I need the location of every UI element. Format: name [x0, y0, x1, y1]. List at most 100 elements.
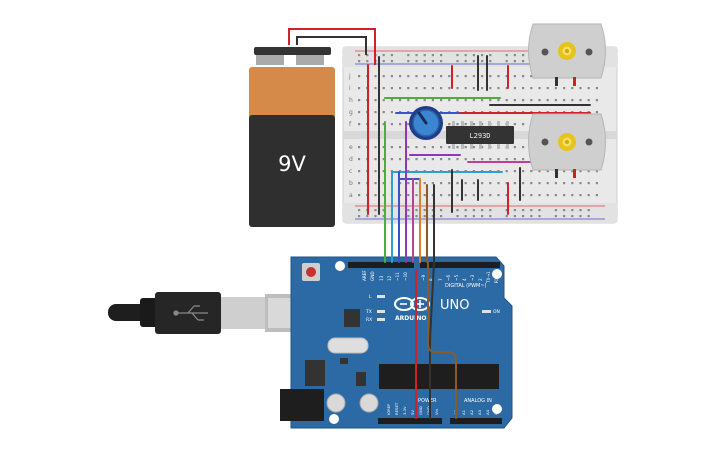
- breadboard-hole[interactable]: [489, 87, 492, 90]
- breadboard-hole[interactable]: [382, 215, 385, 218]
- breadboard-hole[interactable]: [522, 99, 525, 102]
- breadboard-hole[interactable]: [571, 209, 574, 212]
- breadboard-hole[interactable]: [415, 215, 418, 218]
- breadboard-hole[interactable]: [464, 123, 467, 126]
- breadboard-hole[interactable]: [374, 182, 377, 185]
- breadboard-hole[interactable]: [448, 158, 451, 161]
- breadboard-hole[interactable]: [481, 182, 484, 185]
- breadboard-hole[interactable]: [374, 209, 377, 212]
- breadboard-hole[interactable]: [415, 54, 418, 57]
- breadboard-hole[interactable]: [522, 170, 525, 173]
- breadboard-holes[interactable]: [358, 54, 598, 218]
- breadboard-hole[interactable]: [472, 209, 475, 212]
- breadboard-hole[interactable]: [579, 215, 582, 218]
- breadboard-hole[interactable]: [513, 75, 516, 78]
- breadboard-hole[interactable]: [358, 87, 361, 90]
- breadboard-hole[interactable]: [472, 75, 475, 78]
- breadboard-hole[interactable]: [407, 87, 410, 90]
- breadboard-hole[interactable]: [595, 111, 598, 114]
- breadboard-hole[interactable]: [497, 75, 500, 78]
- breadboard-hole[interactable]: [587, 182, 590, 185]
- breadboard-hole[interactable]: [399, 146, 402, 149]
- breadboard-hole[interactable]: [571, 99, 574, 102]
- breadboard-hole[interactable]: [382, 158, 385, 161]
- breadboard-hole[interactable]: [423, 194, 426, 197]
- breadboard-hole[interactable]: [505, 215, 508, 218]
- breadboard-hole[interactable]: [407, 209, 410, 212]
- breadboard-hole[interactable]: [571, 194, 574, 197]
- breadboard-hole[interactable]: [431, 54, 434, 57]
- breadboard-hole[interactable]: [407, 99, 410, 102]
- breadboard-hole[interactable]: [407, 194, 410, 197]
- breadboard-hole[interactable]: [464, 194, 467, 197]
- breadboard-hole[interactable]: [366, 60, 369, 63]
- breadboard-hole[interactable]: [579, 99, 582, 102]
- breadboard-hole[interactable]: [472, 60, 475, 63]
- breadboard-hole[interactable]: [407, 182, 410, 185]
- breadboard-hole[interactable]: [382, 182, 385, 185]
- breadboard-hole[interactable]: [440, 54, 443, 57]
- breadboard-hole[interactable]: [456, 75, 459, 78]
- breadboard-hole[interactable]: [530, 99, 533, 102]
- breadboard-hole[interactable]: [440, 209, 443, 212]
- breadboard-hole[interactable]: [374, 158, 377, 161]
- breadboard-hole[interactable]: [587, 215, 590, 218]
- breadboard-hole[interactable]: [464, 87, 467, 90]
- breadboard-hole[interactable]: [431, 215, 434, 218]
- breadboard-hole[interactable]: [513, 158, 516, 161]
- breadboard-hole[interactable]: [554, 215, 557, 218]
- breadboard-hole[interactable]: [390, 158, 393, 161]
- breadboard-hole[interactable]: [382, 170, 385, 173]
- breadboard-hole[interactable]: [423, 99, 426, 102]
- breadboard-hole[interactable]: [382, 87, 385, 90]
- breadboard-hole[interactable]: [579, 194, 582, 197]
- breadboard-hole[interactable]: [472, 158, 475, 161]
- breadboard-hole[interactable]: [440, 87, 443, 90]
- breadboard-hole[interactable]: [505, 99, 508, 102]
- breadboard-hole[interactable]: [522, 75, 525, 78]
- breadboard-hole[interactable]: [538, 99, 541, 102]
- breadboard-hole[interactable]: [374, 111, 377, 114]
- breadboard-hole[interactable]: [505, 182, 508, 185]
- breadboard-hole[interactable]: [489, 54, 492, 57]
- breadboard-hole[interactable]: [481, 54, 484, 57]
- breadboard-hole[interactable]: [382, 60, 385, 63]
- breadboard-hole[interactable]: [407, 75, 410, 78]
- breadboard-hole[interactable]: [472, 123, 475, 126]
- breadboard-hole[interactable]: [546, 182, 549, 185]
- breadboard-hole[interactable]: [595, 170, 598, 173]
- breadboard-hole[interactable]: [415, 209, 418, 212]
- breadboard-hole[interactable]: [390, 111, 393, 114]
- breadboard-hole[interactable]: [595, 87, 598, 90]
- breadboard-hole[interactable]: [497, 99, 500, 102]
- breadboard-hole[interactable]: [464, 146, 467, 149]
- breadboard-hole[interactable]: [505, 54, 508, 57]
- arduino-uno-board[interactable]: AREF GND 13 12 ~11 ~10 ~9 8 7 ~6 ~5 4 ~3…: [280, 256, 513, 429]
- breadboard-hole[interactable]: [456, 60, 459, 63]
- breadboard-hole[interactable]: [374, 99, 377, 102]
- breadboard-hole[interactable]: [448, 182, 451, 185]
- breadboard-hole[interactable]: [415, 146, 418, 149]
- breadboard-hole[interactable]: [571, 87, 574, 90]
- breadboard-hole[interactable]: [448, 99, 451, 102]
- breadboard-hole[interactable]: [563, 99, 566, 102]
- breadboard-hole[interactable]: [522, 60, 525, 63]
- breadboard-hole[interactable]: [423, 87, 426, 90]
- breadboard-hole[interactable]: [505, 87, 508, 90]
- breadboard-hole[interactable]: [530, 170, 533, 173]
- breadboard-hole[interactable]: [538, 170, 541, 173]
- breadboard-hole[interactable]: [431, 158, 434, 161]
- usb-cable[interactable]: [108, 292, 325, 334]
- breadboard-hole[interactable]: [513, 146, 516, 149]
- breadboard-hole[interactable]: [399, 194, 402, 197]
- breadboard-hole[interactable]: [497, 87, 500, 90]
- breadboard-hole[interactable]: [440, 60, 443, 63]
- breadboard-hole[interactable]: [571, 170, 574, 173]
- analog-header[interactable]: [450, 418, 502, 424]
- breadboard-hole[interactable]: [374, 215, 377, 218]
- breadboard-hole[interactable]: [489, 75, 492, 78]
- breadboard-hole[interactable]: [415, 182, 418, 185]
- breadboard-hole[interactable]: [530, 215, 533, 218]
- breadboard-hole[interactable]: [522, 209, 525, 212]
